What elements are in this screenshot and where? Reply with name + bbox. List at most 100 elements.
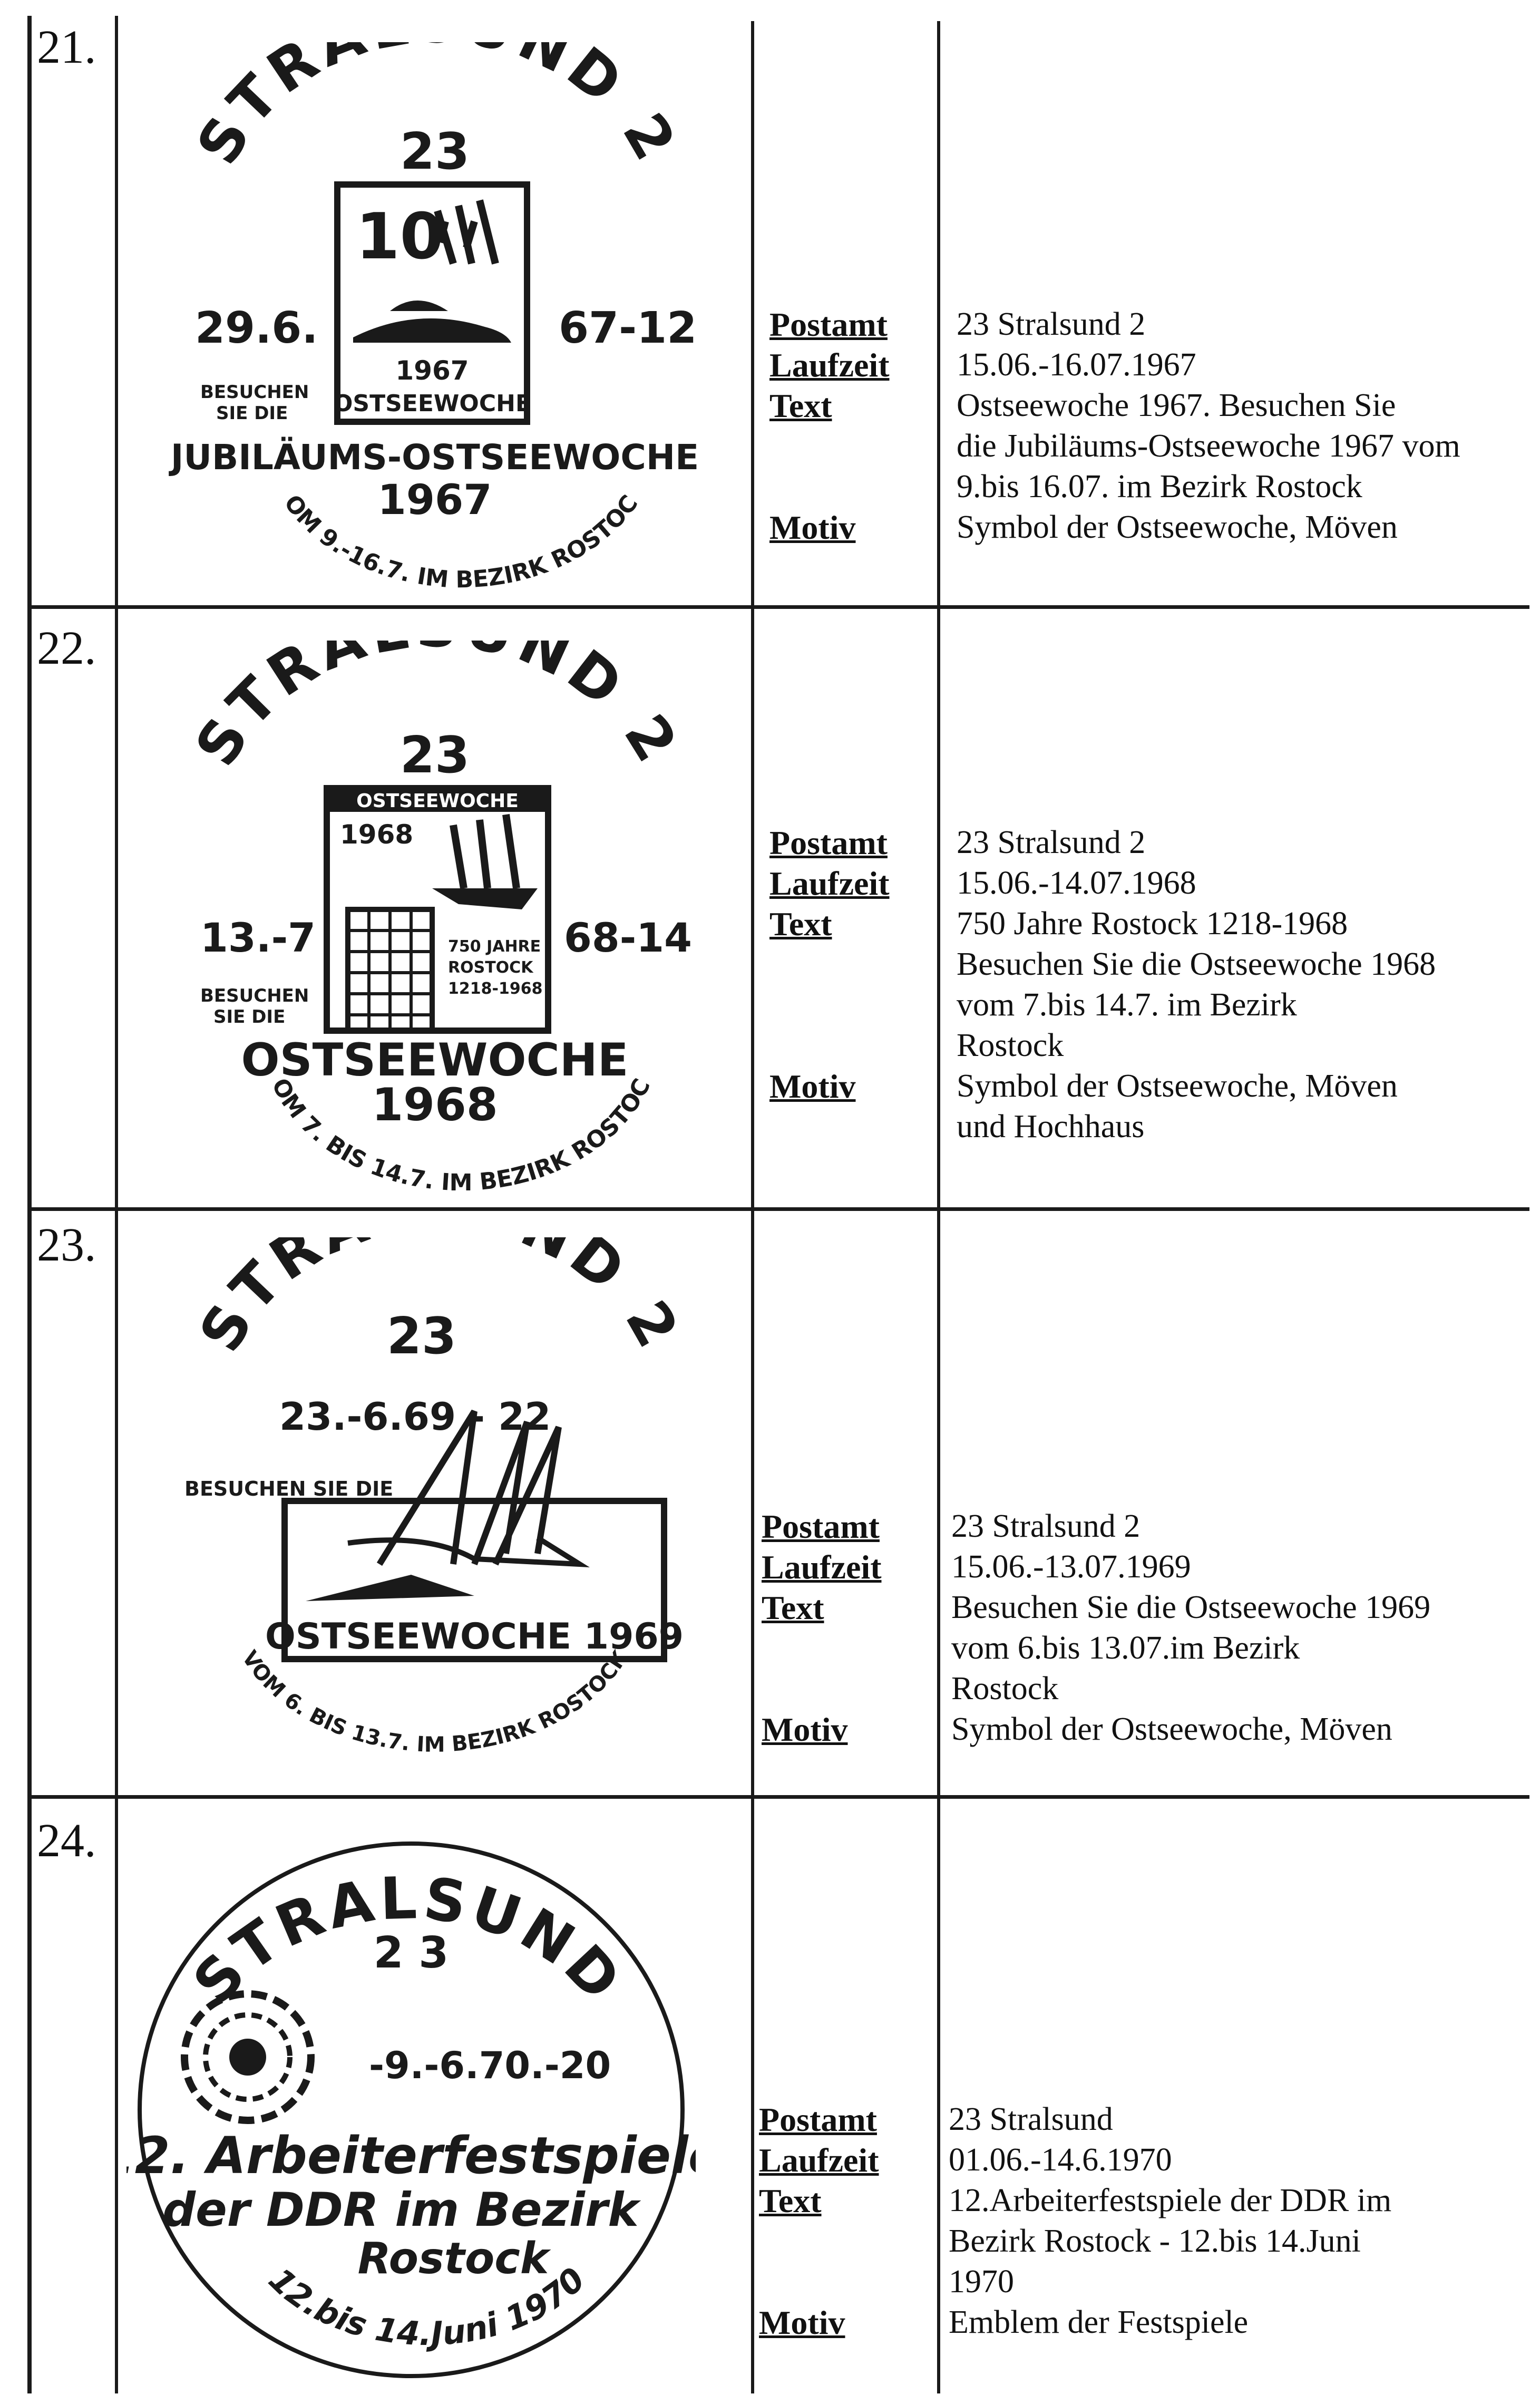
label-postamt: Postamt [762, 1508, 880, 1545]
value-laufzeit: 15.06.-16.07.1967 [957, 347, 1196, 383]
value-text-line: Rostock [957, 1027, 1064, 1063]
stamp-main-text: OSTSEEWOCHE [241, 1034, 629, 1087]
value-laufzeit: 15.06.-13.07.1969 [951, 1549, 1191, 1585]
field-labels: Postamt Laufzeit Text Motiv [759, 2099, 917, 2343]
field-labels: Postamt Laufzeit Text Motiv [762, 1506, 920, 1750]
stamp-script-text: der DDR im Bezirk [162, 2183, 641, 2237]
stamp-script-text: Rostock [358, 2234, 551, 2284]
catalog-entry-22: 22. STRALSUND 2 23 OSTSEEWOCHE 1968 [0, 609, 1540, 1207]
table-border-left [27, 16, 32, 2393]
label-motiv: Motiv [769, 509, 856, 546]
value-text-line: die Jubiläums-Ostseewoche 1967 vom [957, 428, 1460, 464]
stamp-box-year: 1968 [340, 819, 413, 850]
label-motiv: Motiv [769, 1068, 856, 1105]
field-labels: Postamt Laufzeit Text Motiv [769, 304, 928, 548]
stamp-date-left: 13.-7 [200, 914, 316, 961]
stamp-side-text: BESUCHEN SIE DIE [184, 1477, 393, 1500]
label-laufzeit: Laufzeit [759, 2141, 879, 2179]
postmark-stamp: STRALSUND 2 23 OSTSEEWOCHE 1968 750 JAHR… [158, 641, 711, 1194]
stamp-box-label: ROSTOCK [448, 958, 534, 977]
stamp-code: 23 [400, 123, 470, 181]
label-motiv: Motiv [759, 2304, 845, 2341]
label-text: Text [762, 1589, 824, 1626]
value-postamt: 23 Stralsund 2 [957, 306, 1146, 342]
svg-text:VOM 6. BIS 13.7. IM BEZIRK ROS: VOM 6. BIS 13.7. IM BEZIRK ROSTOCK [237, 1645, 633, 1757]
gull-icon [450, 814, 520, 889]
stamp-box-top: 10 [356, 200, 444, 274]
field-values: 23 Stralsund 2 15.06.-16.07.1967 Ostseew… [957, 304, 1515, 548]
stamp-code: 23 [400, 726, 470, 784]
stamp-date-left: 29.6. [195, 303, 318, 353]
label-motiv: Motiv [762, 1711, 848, 1748]
entry-number: 21. [37, 21, 96, 73]
value-postamt: 23 Stralsund 2 [957, 825, 1146, 860]
stamp-box-label: OSTSEEWOCHE 1969 [265, 1616, 684, 1657]
value-postamt: 23 Stralsund [949, 2101, 1113, 2137]
postmark-image: STRALSUND 2 23 23.-6.69 - 22 BESUCHEN SI… [184, 1237, 688, 1757]
stamp-code: 2 3 [374, 1928, 449, 1978]
label-laufzeit: Laufzeit [769, 865, 890, 902]
postmark-stamp: STRALSUND 2 23 10 1967 OSTSEEWOCHE 29.6.… [158, 42, 711, 590]
entry-number: 22. [37, 622, 96, 674]
value-motiv-line: und Hochhaus [957, 1109, 1145, 1145]
stamp-box-label: 1218-1968 [448, 980, 542, 998]
postmark-stamp: STRALSUND 2 3 -9.-6.70.-20 12. Arbeiterf… [126, 1836, 696, 2395]
stamp-arc-bottom: VOM 6. BIS 13.7. IM BEZIRK ROSTOCK [237, 1645, 633, 1757]
label-text: Text [769, 387, 832, 424]
postmark-image: STRALSUND 2 3 -9.-6.70.-20 12. Arbeiterf… [126, 1841, 696, 2378]
value-laufzeit: 01.06.-14.6.1970 [949, 2142, 1172, 2178]
festival-emblem-icon [181, 1990, 315, 2124]
field-values: 23 Stralsund 2 15.06.-14.07.1968 750 Jah… [957, 822, 1515, 1147]
value-postamt: 23 Stralsund 2 [951, 1508, 1141, 1544]
value-text-line: vom 6.bis 13.07.im Bezirk [951, 1630, 1300, 1666]
value-laufzeit: 15.06.-14.07.1968 [957, 865, 1196, 901]
gull-icon [376, 1409, 562, 1566]
stamp-code: 23 [387, 1307, 456, 1365]
stamp-main-year: 1967 [377, 477, 492, 524]
postmark-stamp: STRALSUND 2 23 23.-6.69 - 22 BESUCHEN SI… [158, 1237, 711, 1786]
value-text-line: Bezirk Rostock - 12.bis 14.Juni [949, 2223, 1361, 2259]
stamp-script-text: 12. Arbeiterfestspiele [126, 2126, 696, 2185]
stamp-box-year: 1967 [395, 355, 469, 386]
value-text-line: Besuchen Sie die Ostseewoche 1969 [951, 1589, 1431, 1625]
stamp-main-text: JUBILÄUMS-OSTSEEWOCHE [169, 437, 699, 478]
stamp-date: 23.-6.69 - 22 [279, 1394, 551, 1439]
postmark-image: STRALSUND 2 23 OSTSEEWOCHE 1968 750 JAHR… [158, 641, 692, 1194]
value-text-line: 750 Jahre Rostock 1218-1968 [957, 906, 1348, 942]
value-text-line: 12.Arbeiterfestspiele der DDR im [949, 2183, 1392, 2218]
label-laufzeit: Laufzeit [762, 1548, 882, 1586]
field-labels: Postamt Laufzeit Text Motiv [769, 822, 928, 1107]
stamp-side-text: SIE DIE [216, 403, 288, 424]
value-text-line: 1970 [949, 2264, 1014, 2300]
stamp-main-year: 1968 [372, 1079, 498, 1131]
gull-icon [434, 199, 499, 265]
value-motiv-line: Symbol der Ostseewoche, Möven [957, 509, 1398, 545]
stamp-box-label: 750 JAHRE [448, 937, 541, 956]
column-divider-number [115, 16, 118, 2393]
stamp-date: -9.-6.70.-20 [369, 2044, 611, 2087]
entry-number: 23. [37, 1219, 96, 1271]
postmark-image: STRALSUND 2 23 10 1967 OSTSEEWOCHE 29.6.… [158, 42, 699, 590]
value-text-line: Rostock [951, 1671, 1059, 1707]
value-motiv-line: Emblem der Festspiele [949, 2304, 1249, 2340]
stamp-side-text: BESUCHEN [200, 382, 309, 403]
value-text-line: 9.bis 16.07. im Bezirk Rostock [957, 469, 1362, 505]
stamp-side-text: BESUCHEN [200, 985, 309, 1006]
highrise-icon [345, 907, 435, 1033]
stamp-box-top: OSTSEEWOCHE [356, 790, 519, 812]
catalog-entry-24: 24. STRALSUND 2 3 -9.-6.70.-20 12. Arbei… [0, 1799, 1540, 2404]
stamp-side-text: SIE DIE [213, 1006, 285, 1027]
label-postamt: Postamt [769, 824, 888, 861]
stamp-date-right: 67-12 [559, 303, 697, 353]
catalog-entry-23: 23. STRALSUND 2 23 23.-6.69 - 22 BESUCHE… [0, 1211, 1540, 1795]
value-motiv-line: Symbol der Ostseewoche, Möven [951, 1711, 1392, 1747]
entry-number: 24. [37, 1815, 96, 1867]
value-text-line: vom 7.bis 14.7. im Bezirk [957, 987, 1297, 1023]
label-postamt: Postamt [769, 306, 888, 343]
row-divider [27, 1207, 1529, 1211]
field-values: 23 Stralsund 01.06.-14.6.1970 12.Arbeite… [949, 2099, 1507, 2343]
field-values: 23 Stralsund 2 15.06.-13.07.1969 Besuche… [951, 1506, 1510, 1750]
row-divider [27, 605, 1529, 609]
value-text-line: Ostseewoche 1967. Besuchen Sie [957, 387, 1396, 423]
